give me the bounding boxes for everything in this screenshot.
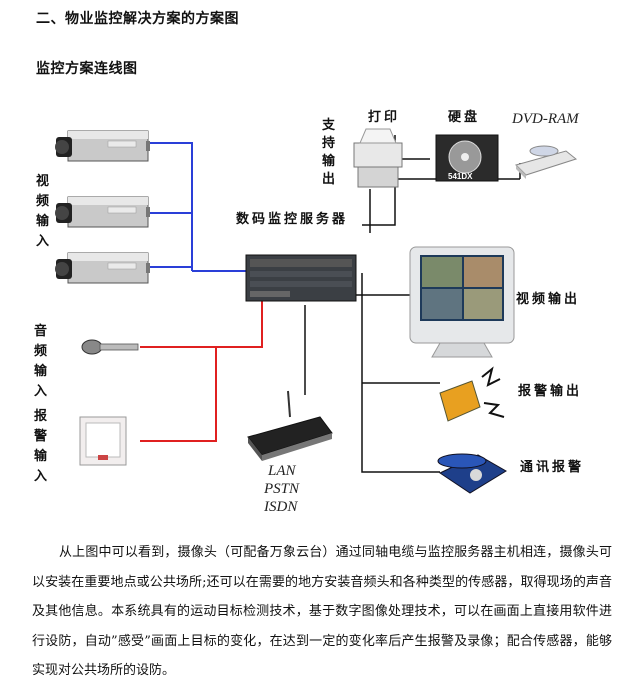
server-label: 数码监控服务器 [236, 211, 348, 227]
video-monitor-icon [409, 246, 515, 358]
hdd-label: 硬盘 [448, 109, 480, 125]
svg-text:持: 持 [322, 135, 335, 151]
comm-alarm-label: 通讯报警 [520, 459, 584, 475]
svg-text:视: 视 [36, 173, 49, 189]
svg-text:入: 入 [34, 469, 47, 484]
alarm-sensor-icon [79, 416, 127, 466]
video-input-label: 视 频 输 入 [36, 173, 50, 249]
network-lan: LAN [267, 463, 297, 479]
svg-text:输: 输 [34, 448, 48, 464]
alarm-input-label: 报 警 输 入 [34, 409, 48, 484]
section-title: 二、物业监控解决方案的方案图 [36, 11, 239, 27]
printer-icon [353, 128, 403, 188]
svg-text:入: 入 [34, 384, 47, 399]
router-icon [247, 390, 333, 461]
svg-text:支: 支 [321, 117, 336, 133]
camera-1 [55, 130, 150, 162]
svg-text:频: 频 [36, 193, 49, 209]
camera-3 [55, 252, 150, 284]
svg-text:频: 频 [34, 343, 47, 359]
camera-2 [55, 196, 150, 228]
svg-text:出: 出 [322, 171, 335, 187]
alarm-output-label: 报警输出 [518, 383, 582, 399]
svg-text:输: 输 [322, 153, 336, 169]
monitoring-server-icon [245, 254, 357, 302]
svg-text:音: 音 [34, 323, 47, 339]
audio-input-label: 音 频 输 入 [34, 323, 48, 399]
subsection-title: 监控方案连线图 [36, 61, 138, 77]
svg-text:输: 输 [36, 213, 50, 229]
network-pstn: PSTN [263, 481, 300, 497]
telephone-icon [437, 453, 507, 494]
print-support-label: 支 持 输 出 [321, 117, 336, 187]
network-isdn: ISDN [263, 499, 298, 515]
svg-text:入: 入 [36, 234, 49, 249]
svg-text:报: 报 [34, 409, 48, 424]
red-audio-alarm-cables [140, 300, 263, 442]
hdd-model-label: 541DX [448, 172, 473, 181]
description-paragraph: 从上图中可以看到，摄像头（可配备万象云台）通过同轴电缆与监控服务器主机相连，摄像… [32, 545, 612, 678]
monitoring-wiring-diagram: 视 频 输 入 音 频 输 入 报 警 输 入 支 持 输 出 数码监控服务器 … [34, 109, 584, 515]
svg-text:输: 输 [34, 363, 48, 379]
dvd-drive-icon [515, 145, 578, 179]
blue-video-cables [150, 142, 246, 272]
printer-label: 打印 [368, 109, 400, 125]
microphone-icon [81, 339, 139, 355]
alarm-siren-icon [439, 366, 505, 422]
svg-text:警: 警 [34, 428, 47, 444]
video-output-label: 视频输出 [516, 291, 580, 307]
hard-disk-icon [435, 134, 499, 182]
dvd-label: DVD-RAM [511, 111, 580, 127]
